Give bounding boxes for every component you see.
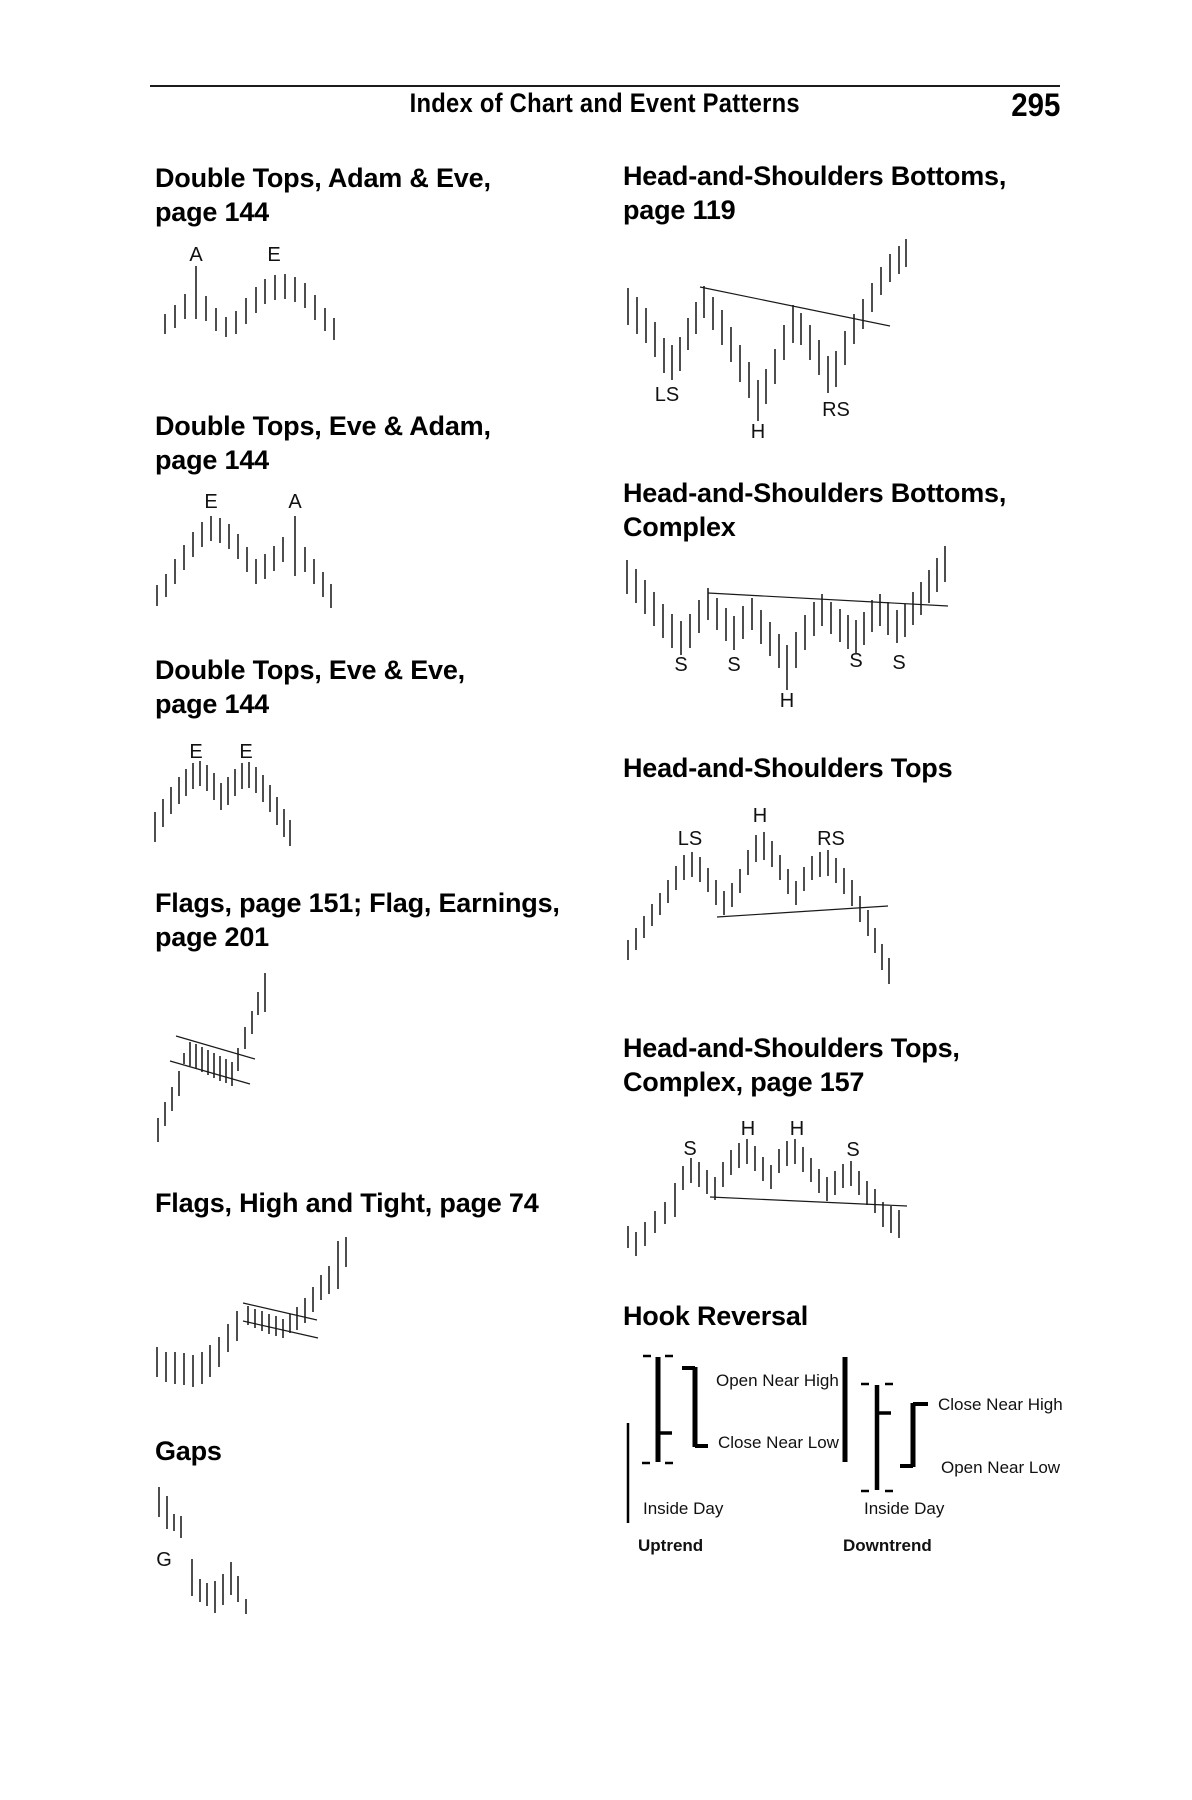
heading-line: Double Tops, Eve & Adam,: [155, 411, 491, 441]
chart-label: E: [189, 741, 202, 763]
chart-high-tight-flag: [156, 1237, 347, 1387]
chart-label: S: [674, 654, 687, 676]
heading-line: Head-and-Shoulders Tops: [623, 753, 953, 783]
trendline: [169, 1060, 251, 1085]
chart-label: RS: [817, 828, 845, 850]
chart-label: LS: [678, 828, 702, 850]
trendline: [716, 905, 889, 918]
section-heading-hs-tops: Head-and-Shoulders Tops: [623, 751, 953, 785]
heading-line: Flags, High and Tight, page 74: [155, 1188, 539, 1218]
section-heading-double-tops-eve-adam: Double Tops, Eve & Adam, page 144: [155, 409, 491, 477]
heading-line: page 119: [623, 195, 736, 225]
chart-flag: [157, 973, 266, 1142]
chart-label: Downtrend: [843, 1536, 932, 1555]
heading-line: Hook Reversal: [623, 1301, 808, 1331]
chart-label: S: [727, 654, 740, 676]
chart-gaps: G: [156, 1487, 247, 1614]
heading-line: Head-and-Shoulders Bottoms,: [623, 478, 1007, 508]
trendline: [175, 1035, 256, 1060]
chart-label: Open Near Low: [941, 1458, 1061, 1477]
chart-label: G: [156, 1549, 172, 1571]
chart-label: A: [288, 491, 302, 513]
section-heading-flags: Flags, page 151; Flag, Earnings, page 20…: [155, 886, 560, 954]
heading-line: Complex: [623, 512, 736, 542]
heading-line: Complex, page 157: [623, 1067, 865, 1097]
heading-line: page 144: [155, 689, 269, 719]
section-heading-hs-tops-complex: Head-and-Shoulders Tops, Complex, page 1…: [623, 1031, 960, 1099]
trendline: [699, 286, 891, 327]
running-head: Index of Chart and Event Patterns: [150, 88, 1060, 118]
chart-label: RS: [822, 399, 850, 421]
chart-label: E: [267, 244, 280, 266]
chart-hs-bottom-complex: S S H S S: [626, 546, 949, 712]
trendline: [709, 1196, 908, 1207]
chart-label: Uptrend: [638, 1536, 703, 1555]
page-number: 295: [1010, 87, 1060, 123]
chart-label: S: [892, 652, 905, 674]
chart-label: H: [753, 805, 767, 827]
section-heading-hs-bottoms-complex: Head-and-Shoulders Bottoms, Complex: [623, 476, 1006, 544]
heading-line: Head-and-Shoulders Tops,: [623, 1033, 960, 1063]
chart-label: Close Near Low: [718, 1433, 840, 1452]
heading-line: page 201: [155, 922, 269, 952]
heading-line: Flags, page 151; Flag, Earnings,: [155, 888, 560, 918]
chart-label: S: [849, 650, 862, 672]
section-heading-double-tops-eve-eve: Double Tops, Eve & Eve, page 144: [155, 653, 465, 721]
chart-hs-top: LS H RS: [627, 805, 890, 984]
chart-label: Close Near High: [938, 1395, 1063, 1414]
chart-label: H: [790, 1118, 804, 1140]
trendline: [242, 1320, 319, 1339]
trendline: [242, 1302, 318, 1321]
section-heading-gaps: Gaps: [155, 1434, 222, 1468]
chart-label: S: [846, 1139, 859, 1161]
heading-line: page 144: [155, 197, 269, 227]
section-heading-flags-high-tight: Flags, High and Tight, page 74: [155, 1186, 539, 1220]
heading-line: page 144: [155, 445, 269, 475]
chart-label: A: [189, 244, 203, 266]
chart-label: E: [239, 741, 252, 763]
trendline: [707, 592, 949, 607]
chart-hs-bottom: LS H RS: [627, 239, 907, 443]
chart-label: H: [780, 690, 794, 712]
running-head-text: Index of Chart and Event Patterns: [409, 88, 801, 118]
chart-label: Inside Day: [643, 1499, 724, 1518]
heading-line: Double Tops, Eve & Eve,: [155, 655, 465, 685]
section-heading-hs-bottoms: Head-and-Shoulders Bottoms, page 119: [623, 159, 1006, 227]
chart-label: S: [683, 1138, 696, 1160]
section-heading-hook-reversal: Hook Reversal: [623, 1299, 808, 1333]
chart-label: Inside Day: [864, 1499, 945, 1518]
header-rule: [150, 85, 1060, 87]
chart-label: H: [741, 1118, 755, 1140]
heading-line: Gaps: [155, 1436, 222, 1466]
heading-line: Double Tops, Adam & Eve,: [155, 163, 491, 193]
chart-label: E: [204, 491, 217, 513]
chart-label: H: [751, 421, 765, 443]
chart-label: LS: [655, 384, 679, 406]
heading-line: Head-and-Shoulders Bottoms,: [623, 161, 1007, 191]
section-heading-double-tops-adam-eve: Double Tops, Adam & Eve, page 144: [155, 161, 491, 229]
chart-label: Open Near High: [716, 1371, 839, 1390]
